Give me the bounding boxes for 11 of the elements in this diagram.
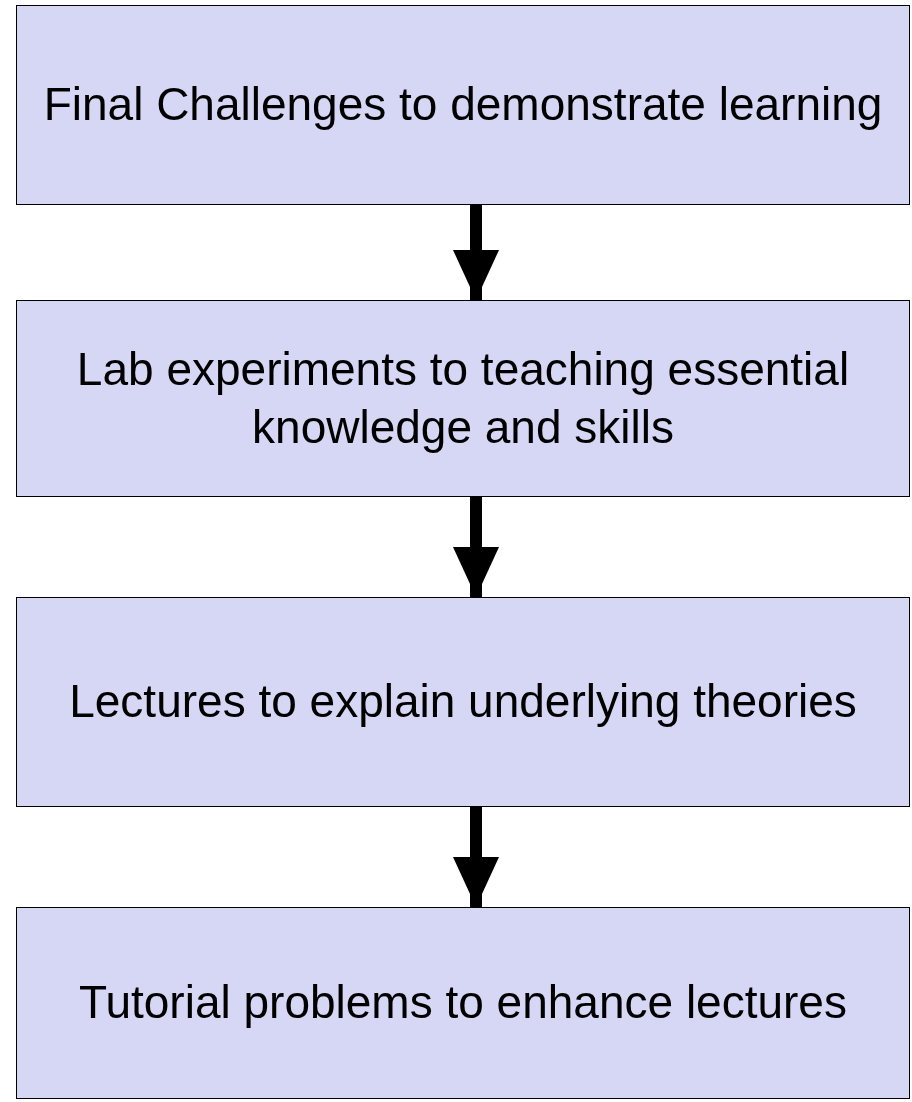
box-text: Lab experiments to teaching essential knowledge and skills: [75, 342, 851, 455]
arrow: [453, 497, 499, 597]
box-text: Lectures to explain underlying theories: [68, 674, 858, 730]
arrow: [453, 205, 499, 300]
process-box: [16, 907, 910, 1099]
box-text: Tutorial problems to enhance lectures: [78, 975, 848, 1031]
arrow: [453, 807, 499, 907]
process-box: [16, 300, 910, 497]
box-text: Final Challenges to demonstrate learning: [42, 77, 884, 133]
process-box: [16, 597, 910, 807]
process-box: [16, 5, 910, 205]
